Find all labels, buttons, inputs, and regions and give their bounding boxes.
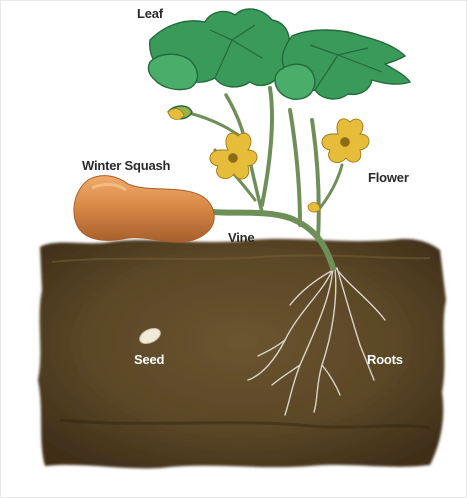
label-winter-squash: Winter Squash (82, 158, 171, 173)
label-leaf: Leaf (137, 6, 164, 21)
flower-right (322, 119, 369, 163)
label-seed: Seed (134, 352, 165, 367)
label-flower: Flower (368, 170, 409, 185)
flower-left (210, 133, 257, 179)
label-roots: Roots (367, 352, 403, 367)
label-vine: Vine (228, 230, 254, 245)
leaves (148, 9, 410, 119)
winter-squash (74, 176, 214, 242)
